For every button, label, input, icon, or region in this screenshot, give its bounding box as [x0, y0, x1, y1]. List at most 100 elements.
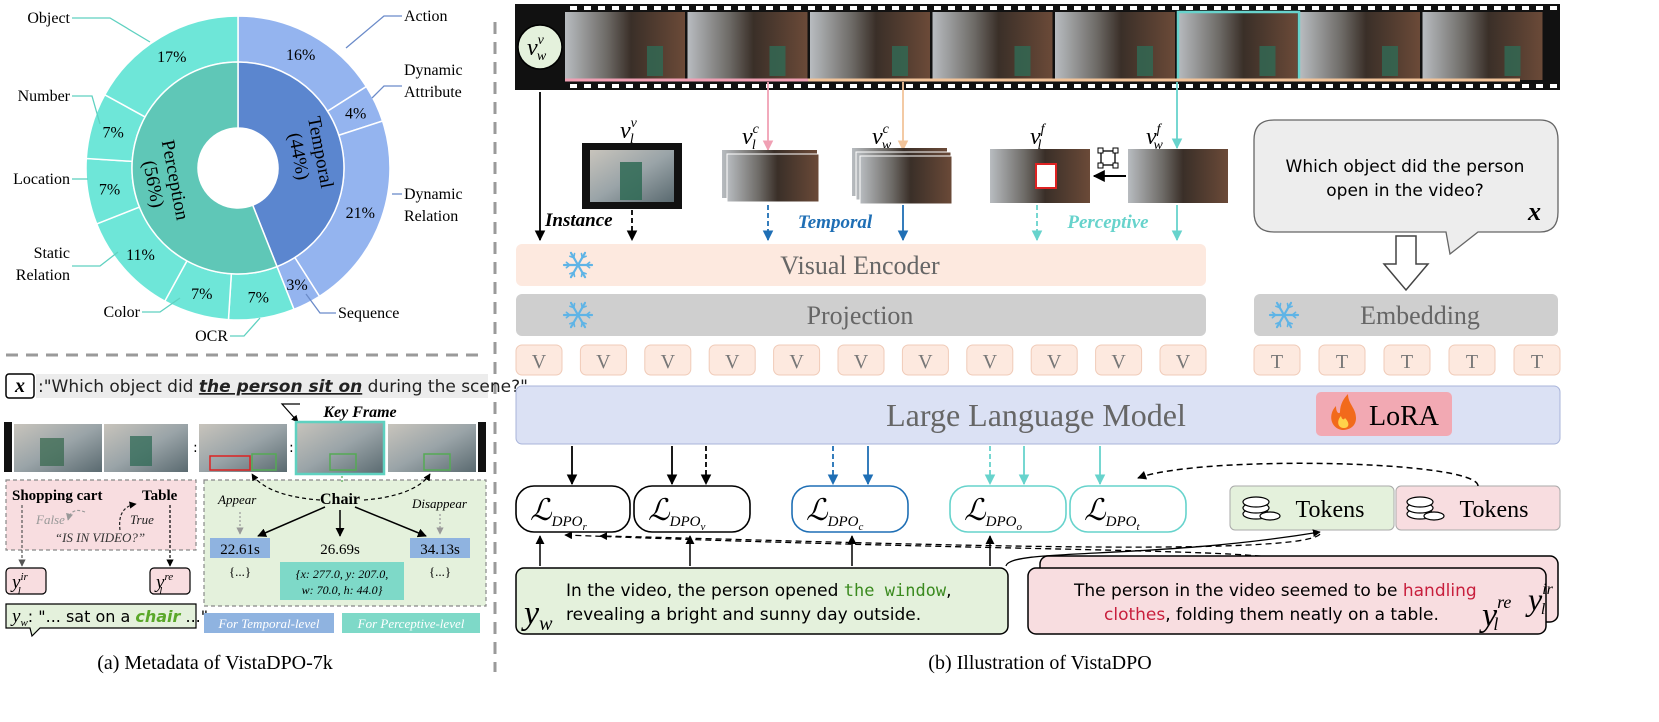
outer-pct-8: 7%	[102, 125, 123, 142]
bbox-green-2	[329, 453, 357, 471]
film-person-1	[769, 46, 786, 76]
perforation-bottom	[1060, 84, 1067, 88]
film-frame-4	[1055, 12, 1175, 80]
caption-b: (b) Illustration of VistaDPO	[928, 652, 1151, 674]
perforation-bottom	[794, 84, 801, 88]
left-filmstrip: : :	[4, 420, 486, 476]
perforation-top	[1186, 6, 1193, 10]
lora-label: LoRA	[1369, 401, 1440, 432]
perforation-bottom	[1018, 84, 1025, 88]
perforation-top	[1284, 6, 1291, 10]
embedding-box	[1254, 294, 1558, 336]
callout-label-1-0: Number	[18, 88, 71, 105]
temporal-level-label: For Temporal-level	[218, 616, 320, 631]
perforation-top	[1074, 6, 1081, 10]
pink-dashed-box	[5, 479, 197, 551]
callout-label-2-0: Location	[13, 171, 70, 188]
perforation-top	[1326, 6, 1333, 10]
outer-pct-5: 7%	[191, 286, 212, 303]
perforation-bottom	[1536, 84, 1543, 88]
win-answer-line-2: revealing a bright and sunny day outside…	[566, 605, 921, 625]
v-token-label: V	[1047, 351, 1062, 373]
callout-label-8-1: Relation	[404, 208, 458, 225]
loss-box-t	[1069, 485, 1187, 533]
question-bubble	[1253, 119, 1559, 256]
perforation-top	[1522, 6, 1529, 10]
film-edge-left	[4, 422, 12, 472]
perforation-bottom	[1326, 84, 1333, 88]
perforation-bottom	[1144, 84, 1151, 88]
perforation-bottom	[1368, 84, 1375, 88]
chair-arrow-right	[363, 473, 431, 501]
t-token-3	[1448, 344, 1496, 376]
t-token-1	[1318, 344, 1366, 376]
caption-a: (a) Metadata of VistaDPO-7k	[97, 652, 333, 674]
perforation-bottom	[1298, 84, 1305, 88]
bbox-green-1	[251, 453, 277, 471]
perforation-top	[626, 6, 633, 10]
false-label: False	[35, 512, 65, 527]
perforation-top	[1340, 6, 1347, 10]
perforation-top	[612, 6, 619, 10]
frame-sep-1: :	[193, 440, 198, 456]
perforation-bottom	[1550, 84, 1557, 88]
perforation-top	[640, 6, 647, 10]
perforation-top	[1494, 6, 1501, 10]
v-token-2	[644, 344, 692, 376]
film-person-5	[1259, 46, 1276, 76]
perforation-bottom	[1130, 84, 1137, 88]
film-frame-3	[932, 12, 1053, 80]
key-frame-arrow	[280, 403, 300, 423]
perforation-top	[1466, 6, 1473, 10]
question-to-embedding-arrow	[1382, 235, 1430, 292]
snowflake-icon	[562, 301, 594, 329]
lose-answer-line-2: clothes, folding them neatly on a table.	[1104, 605, 1439, 625]
t3-badge	[410, 538, 470, 558]
perforation-bottom	[1480, 84, 1487, 88]
perforation-top	[1088, 6, 1095, 10]
callout-label-7-0: Dynamic	[404, 62, 463, 79]
t2-value: 26.69s	[320, 542, 360, 558]
film-person-7	[1504, 46, 1521, 76]
chair-to-t3	[354, 506, 427, 538]
t1-value: 22.61s	[220, 542, 260, 558]
loss-label-v: ℒDPOv	[648, 494, 705, 533]
perforation-top	[1508, 6, 1515, 10]
callout-label-4-0: Color	[104, 304, 141, 321]
v-token-6	[901, 344, 949, 376]
perforation-bottom	[920, 84, 927, 88]
t1-dots: {...}	[229, 564, 251, 579]
perforation-bottom	[850, 84, 857, 88]
yw-right-symbol: yw	[521, 595, 553, 635]
x-symbol-box	[5, 373, 35, 399]
v-token-label: V	[1176, 351, 1191, 373]
perforation-top	[850, 6, 857, 10]
callout-line-5	[230, 317, 261, 337]
masked-region	[1035, 163, 1057, 189]
t-token-0	[1253, 344, 1301, 376]
perforation-bottom	[1494, 84, 1501, 88]
yw-speech-box	[5, 603, 197, 638]
perforation-bottom	[1382, 84, 1389, 88]
perforation-bottom	[892, 84, 899, 88]
loss-box-v	[633, 485, 751, 533]
vwf-frame	[1128, 149, 1228, 203]
callout-line-9	[305, 293, 336, 314]
perforation-bottom	[1424, 84, 1431, 88]
perforation-top	[794, 6, 801, 10]
perforation-top	[570, 6, 577, 10]
disappear-label: Disappear	[411, 496, 468, 511]
loss-label-o: ℒDPOo	[964, 494, 1022, 533]
table-label: Table	[142, 488, 178, 504]
embedding-label: Embedding	[1360, 301, 1480, 330]
vlc-clip-front	[726, 153, 820, 203]
callout-line-1	[72, 95, 101, 125]
visual-encoder-label: Visual Encoder	[780, 251, 940, 280]
film-person-2	[892, 46, 908, 76]
callout-line-7	[371, 85, 402, 99]
temporal-label: Temporal	[798, 212, 873, 233]
perforation-top	[766, 6, 773, 10]
perforation-top	[1382, 6, 1389, 10]
